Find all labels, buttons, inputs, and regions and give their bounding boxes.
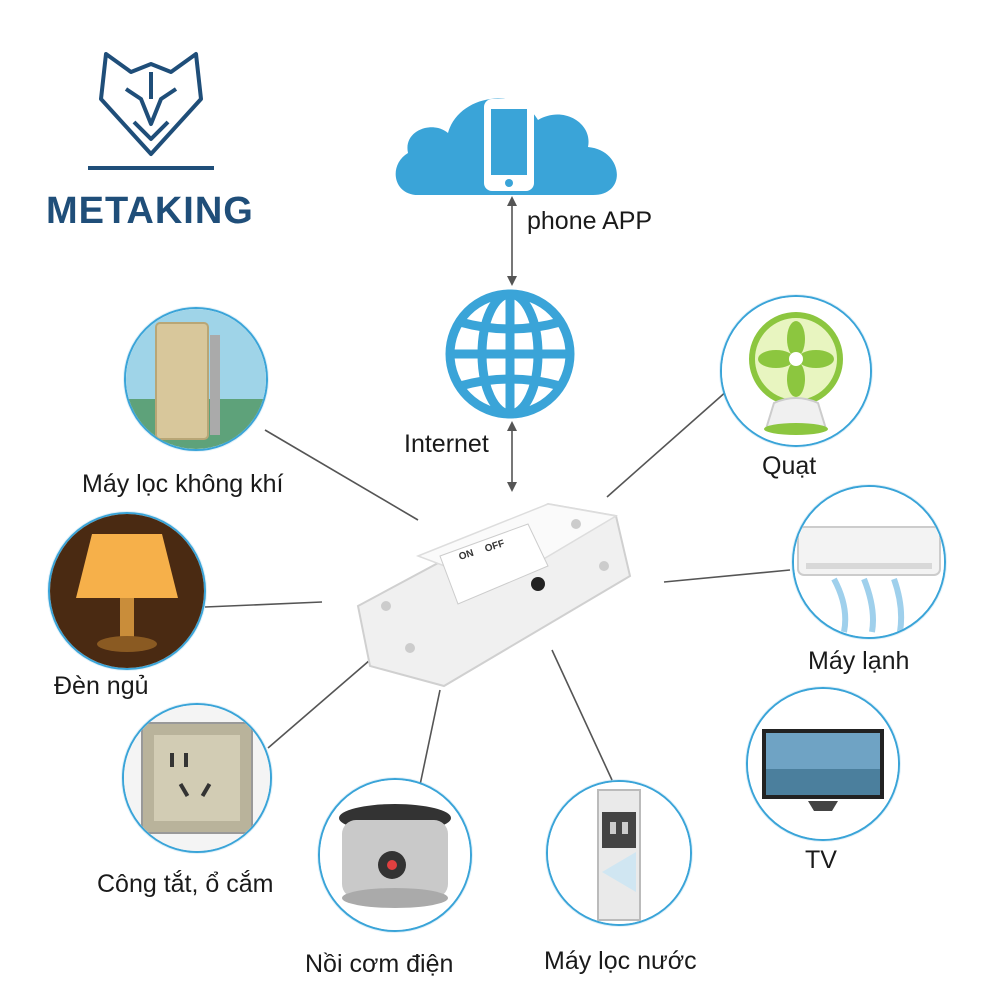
line-night-lamp: [204, 601, 323, 608]
line-ac: [663, 569, 791, 583]
globe-icon: [445, 289, 575, 419]
socket-icon: [124, 705, 270, 851]
socket-label: Công tắt, ổ cắm: [97, 870, 274, 898]
line-air-purifier: [264, 429, 419, 521]
air-conditioner-circle: [792, 485, 946, 639]
phone-app-label: phone APP: [527, 207, 653, 235]
air-conditioner-label: Máy lạnh: [808, 647, 910, 675]
night-lamp-label: Đèn ngủ: [54, 672, 149, 700]
water-purifier-label: Máy lọc nước: [544, 947, 697, 975]
water-purifier-circle: [546, 780, 692, 926]
internet-label: Internet: [404, 430, 489, 458]
arrowhead-down-1: [507, 276, 517, 286]
smart-switch-icon: ON OFF: [356, 502, 632, 688]
air-purifier-icon: [126, 309, 266, 449]
fan-icon: [722, 297, 870, 445]
air-purifier-circle: [124, 307, 268, 451]
cloud-smartphone-icon: [395, 98, 617, 195]
line-socket: [267, 659, 371, 749]
line-rice-cooker: [419, 689, 441, 786]
rice-cooker-circle: [318, 778, 472, 932]
tv-label: TV: [805, 846, 837, 874]
line-water-purifier: [551, 649, 613, 781]
rice-cooker-icon: [320, 780, 470, 930]
rice-cooker-label: Nồi cơm điện: [305, 950, 454, 978]
arrowhead-up-1: [507, 196, 517, 206]
air-conditioner-icon: [794, 487, 944, 637]
lamp-icon: [50, 514, 204, 668]
line-fan: [606, 389, 729, 498]
arrowhead-up-2: [507, 421, 517, 431]
brand-name: METAKING: [46, 190, 254, 232]
switch-on-label: ON: [458, 548, 476, 563]
water-dispenser-icon: [548, 782, 690, 924]
tv-circle: [746, 687, 900, 841]
tv-icon: [748, 689, 898, 839]
lion-head-icon: [88, 52, 214, 170]
arrowhead-down-2: [507, 482, 517, 492]
night-lamp-circle: [48, 512, 206, 670]
fan-label: Quạt: [762, 452, 817, 480]
fan-circle: [720, 295, 872, 447]
socket-circle: [122, 703, 272, 853]
air-purifier-label: Máy lọc không khí: [82, 470, 284, 498]
